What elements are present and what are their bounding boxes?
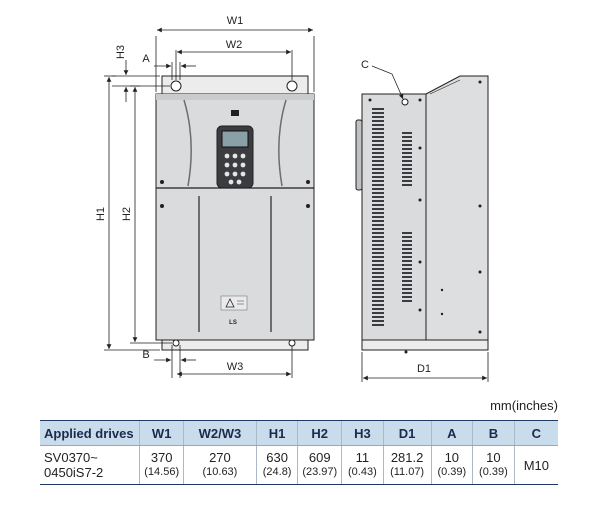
dimension-table: Applied drives W1 W2/W3 H1 H2 H3 D1 A B … xyxy=(40,420,558,485)
label-c: C xyxy=(361,59,369,71)
cell-h1: 630(24.8) xyxy=(255,445,298,485)
side-dimension-labels: C D1 xyxy=(361,59,431,375)
cell-w1: 370(14.56) xyxy=(139,445,184,485)
h1-inches: (24.8) xyxy=(262,466,292,478)
label-d1: D1 xyxy=(417,363,431,375)
header-w1: W1 xyxy=(139,420,184,446)
cell-h2: 609(23.97) xyxy=(297,445,342,485)
units-note: mm(inches) xyxy=(490,398,558,413)
label-h2: H2 xyxy=(121,207,133,221)
front-view: LS xyxy=(155,75,315,351)
cell-applied-drive: SV0370~ 0450iS7-2 xyxy=(40,445,140,485)
w2-w3-mm: 270 xyxy=(209,450,231,465)
cell-h3: 11(0.43) xyxy=(341,445,384,485)
h2-mm: 609 xyxy=(308,450,331,465)
header-h2: H2 xyxy=(297,420,342,446)
w2-w3-inches: (10.63) xyxy=(202,466,238,478)
h2-inches: (23.97) xyxy=(302,466,338,478)
w1-mm: 370 xyxy=(150,450,173,465)
d1-mm: 281.2 xyxy=(390,450,424,465)
front-dimensions xyxy=(104,27,315,378)
table-row: SV0370~ 0450iS7-2 370(14.56) 270(10.63) … xyxy=(40,445,558,485)
label-w2: W2 xyxy=(226,39,243,51)
h3-inches: (0.43) xyxy=(348,466,377,478)
header-d1: D1 xyxy=(382,420,432,446)
header-b: B xyxy=(472,420,515,446)
d1-inches: (11.07) xyxy=(390,466,425,478)
cell-w2-w3: 270(10.63) xyxy=(183,445,257,485)
label-a: A xyxy=(142,53,150,65)
side-view xyxy=(355,75,489,354)
cell-b: 10(0.39) xyxy=(472,445,515,485)
h1-mm: 630 xyxy=(266,450,288,465)
a-inches: (0.39) xyxy=(437,466,467,478)
h3-mm: 11 xyxy=(355,450,370,465)
label-w3: W3 xyxy=(227,361,244,373)
drive-model-line2: 0450iS7-2 xyxy=(44,465,104,480)
front-logo-text: LS xyxy=(229,320,237,326)
b-mm: 10 xyxy=(486,450,501,465)
header-applied-drives: Applied drives xyxy=(40,420,140,446)
cell-d1: 281.2(11.07) xyxy=(382,445,432,485)
label-h3: H3 xyxy=(115,45,127,59)
header-a: A xyxy=(430,420,473,446)
b-inches: (0.39) xyxy=(479,466,508,478)
cell-c: M10 xyxy=(513,445,558,485)
w1-inches: (14.56) xyxy=(144,466,180,478)
front-dimension-labels: W1 W2 W3 A B H3 H1 H2 xyxy=(95,15,243,373)
dimension-drawing: LS W1 xyxy=(95,15,489,382)
side-dimensions xyxy=(361,65,489,382)
label-b: B xyxy=(142,349,149,361)
header-w2-w3: W2/W3 xyxy=(183,420,257,446)
header-c: C xyxy=(513,420,558,446)
header-h3: H3 xyxy=(341,420,384,446)
table-header-row: Applied drives W1 W2/W3 H1 H2 H3 D1 A B … xyxy=(40,420,558,446)
label-h1: H1 xyxy=(95,207,107,221)
drive-model-line1: SV0370~ xyxy=(44,450,98,465)
label-w1: W1 xyxy=(227,15,244,27)
a-mm: 10 xyxy=(444,450,460,465)
header-h1: H1 xyxy=(255,420,298,446)
cell-a: 10(0.39) xyxy=(430,445,473,485)
